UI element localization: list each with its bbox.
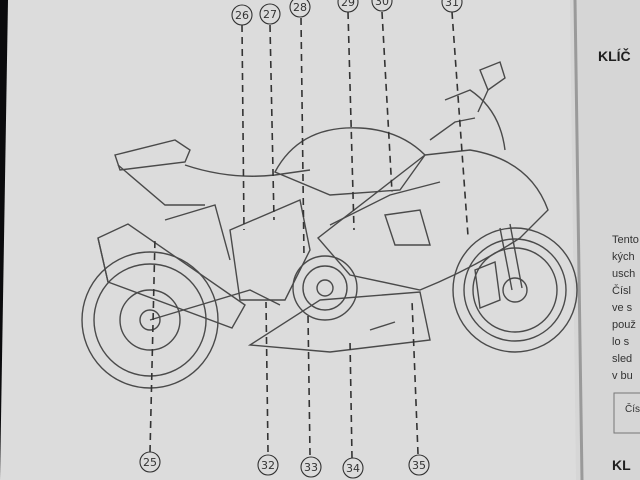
callout-label-34: 34	[346, 462, 360, 475]
callout-27	[259, 3, 281, 25]
leader-lines	[149, 11, 469, 459]
right-page-bottom-heading: KL	[612, 457, 631, 473]
paragraph-line: použ	[612, 319, 636, 331]
callout-label-29: 29	[341, 0, 355, 9]
right-page-paragraph: Tento kých usch Čísl ve s použ lo s sled…	[612, 234, 639, 382]
swingarm	[149, 289, 281, 321]
callout-32	[257, 454, 279, 476]
motorcycle-illustration	[81, 61, 578, 389]
handlebar	[429, 117, 476, 141]
callouts	[139, 0, 463, 479]
callout-33	[300, 456, 322, 478]
frame	[229, 199, 311, 301]
callout-label-31: 31	[445, 0, 459, 9]
left-page	[0, 0, 585, 480]
fairing	[316, 149, 549, 291]
paragraph-line: usch	[612, 268, 635, 280]
right-page-note-box	[613, 392, 640, 434]
callout-label-26: 26	[235, 9, 249, 22]
callout-labels: 25 26 27 28 29 30 31 32 33 34 35	[143, 0, 459, 475]
fuel-tank	[274, 127, 426, 196]
seat	[114, 139, 191, 171]
front-wheel	[452, 227, 578, 353]
paragraph-line: lo s	[612, 336, 630, 348]
callout-label-27: 27	[263, 8, 277, 21]
page-fold	[573, 0, 584, 480]
note-box-text: Čís	[625, 402, 640, 415]
lower-cowl	[247, 291, 431, 353]
callout-label-33: 33	[304, 461, 318, 474]
callout-label-28: 28	[293, 1, 307, 14]
right-page-heading: KLÍČ	[598, 47, 631, 64]
paragraph-line: kých	[612, 251, 635, 263]
callout-28	[289, 0, 311, 18]
callout-26	[231, 4, 253, 26]
callout-34	[342, 457, 364, 479]
paragraph-line: v bu	[612, 370, 633, 382]
callout-31	[441, 0, 463, 13]
callout-29	[337, 0, 359, 13]
callout-label-25: 25	[143, 456, 157, 469]
windscreen	[444, 89, 506, 151]
paragraph-line: Tento	[612, 234, 639, 246]
callout-25	[139, 451, 161, 473]
callout-35	[408, 454, 430, 476]
paragraph-line: sled	[612, 353, 632, 365]
tail-section	[117, 164, 205, 206]
callout-30	[371, 0, 393, 12]
rear-wheel	[81, 251, 219, 389]
callout-label-32: 32	[261, 459, 275, 472]
brake-caliper	[474, 261, 501, 309]
right-page	[570, 0, 640, 480]
paragraph-line: Čísl	[612, 284, 631, 297]
engine-cover	[292, 255, 358, 321]
callout-label-30: 30	[375, 0, 389, 8]
front-fork	[499, 223, 523, 291]
callout-label-35: 35	[412, 459, 426, 472]
paragraph-line: ve s	[612, 302, 633, 314]
